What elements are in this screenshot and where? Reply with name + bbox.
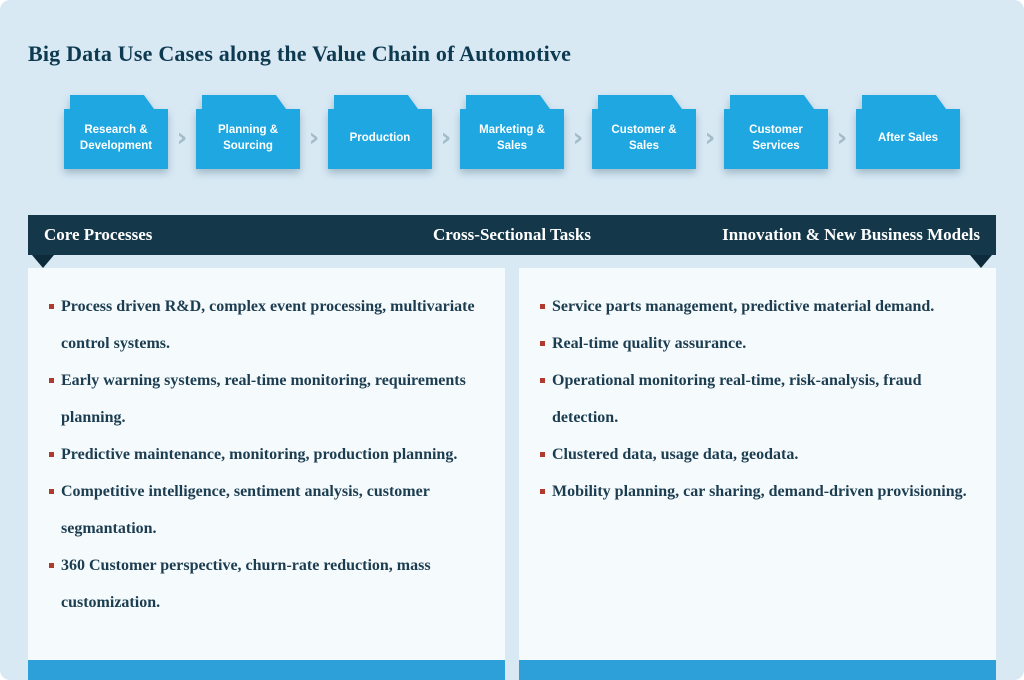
folder-body: After Sales [856, 109, 960, 169]
folder-icon [730, 95, 814, 109]
stage-label: Production [349, 132, 411, 145]
list-item: Clustered data, usage data, geodata. [540, 436, 968, 473]
chevron-right-icon: › [572, 123, 584, 153]
list-item-text: Predictive maintenance, monitoring, prod… [61, 446, 458, 463]
list-item: Operational monitoring real-time, risk-a… [540, 362, 968, 436]
folder-icon [70, 95, 154, 109]
stage-label: Planning & Sourcing [217, 124, 279, 152]
list-item-text: Mobility planning, car sharing, demand-d… [552, 483, 967, 500]
value-chain-stage: Customer Services [724, 95, 828, 169]
chevron-right-icon: › [836, 123, 848, 153]
square-bullet-icon [540, 489, 545, 494]
folder-icon [334, 95, 418, 109]
use-case-list-right: Service parts management, predictive mat… [540, 288, 968, 510]
square-bullet-icon [49, 304, 54, 309]
folder-body: Research & Development [64, 109, 168, 169]
page-title: Big Data Use Cases along the Value Chain… [28, 40, 572, 66]
square-bullet-icon [540, 378, 545, 383]
square-bullet-icon [49, 378, 54, 383]
chevron-right-icon: › [176, 123, 188, 153]
value-chain-stage: Customer & Sales [592, 95, 696, 169]
stage-label: Customer Services [749, 124, 803, 152]
folder-icon [466, 95, 550, 109]
folder-icon [598, 95, 682, 109]
list-item-text: Real-time quality assurance. [552, 335, 747, 352]
band-cross-sectional-tasks: Cross-Sectional Tasks [433, 225, 591, 244]
list-item-text: Operational monitoring real-time, risk-a… [552, 372, 922, 426]
list-item-text: Service parts management, predictive mat… [552, 298, 935, 315]
stage-label: Research & Development [79, 124, 153, 152]
folder-body: Customer & Sales [592, 109, 696, 169]
chevron-right-icon: › [704, 123, 716, 153]
list-item: Mobility planning, car sharing, demand-d… [540, 473, 968, 510]
value-chain-stage: After Sales [856, 95, 960, 169]
list-item: Competitive intelligence, sentiment anal… [49, 473, 477, 547]
band-innovation-new-business-models: Innovation & New Business Models [722, 225, 980, 244]
list-item: Service parts management, predictive mat… [540, 288, 968, 325]
value-chain-stage: Planning & Sourcing [196, 95, 300, 169]
list-item: Real-time quality assurance. [540, 325, 968, 362]
list-item-text: Early warning systems, real-time monitor… [61, 372, 466, 426]
band-core-processes: Core Processes [44, 225, 153, 244]
list-item-text: Clustered data, usage data, geodata. [552, 446, 799, 463]
square-bullet-icon [49, 563, 54, 568]
ribbon-fold-right [970, 255, 992, 268]
use-case-list-left: Process driven R&D, complex event proces… [49, 288, 477, 621]
folder-body: Planning & Sourcing [196, 109, 300, 169]
value-chain-stage: Production [328, 95, 432, 169]
panel-core-processes: Process driven R&D, complex event proces… [28, 268, 505, 660]
folder-icon [862, 95, 946, 109]
list-item-text: Competitive intelligence, sentiment anal… [61, 483, 430, 537]
square-bullet-icon [49, 489, 54, 494]
value-chain-stage: Research & Development [64, 95, 168, 169]
value-chain-stage: Marketing & Sales [460, 95, 564, 169]
stage-label: After Sales [877, 132, 939, 145]
value-chain: Research & Development › Planning & Sour… [64, 95, 960, 169]
square-bullet-icon [49, 452, 54, 457]
list-item-text: Process driven R&D, complex event proces… [61, 298, 475, 352]
panel-right-footer-bar [519, 660, 996, 680]
ribbon-fold-left [32, 255, 54, 268]
list-item: 360 Customer perspective, churn-rate red… [49, 547, 477, 621]
square-bullet-icon [540, 452, 545, 457]
category-band: Core Processes Cross-Sectional Tasks Inn… [28, 215, 996, 255]
chevron-right-icon: › [308, 123, 320, 153]
panel-left-footer-bar [28, 660, 505, 680]
list-item: Early warning systems, real-time monitor… [49, 362, 477, 436]
list-item: Predictive maintenance, monitoring, prod… [49, 436, 477, 473]
folder-body: Production [328, 109, 432, 169]
stage-label: Marketing & Sales [479, 124, 545, 152]
folder-icon [202, 95, 286, 109]
stage-label: Customer & Sales [611, 124, 677, 152]
list-item-text: 360 Customer perspective, churn-rate red… [61, 557, 431, 611]
list-item: Process driven R&D, complex event proces… [49, 288, 477, 362]
folder-body: Customer Services [724, 109, 828, 169]
square-bullet-icon [540, 341, 545, 346]
chevron-right-icon: › [440, 123, 452, 153]
folder-body: Marketing & Sales [460, 109, 564, 169]
panel-innovation: Service parts management, predictive mat… [519, 268, 996, 660]
square-bullet-icon [540, 304, 545, 309]
